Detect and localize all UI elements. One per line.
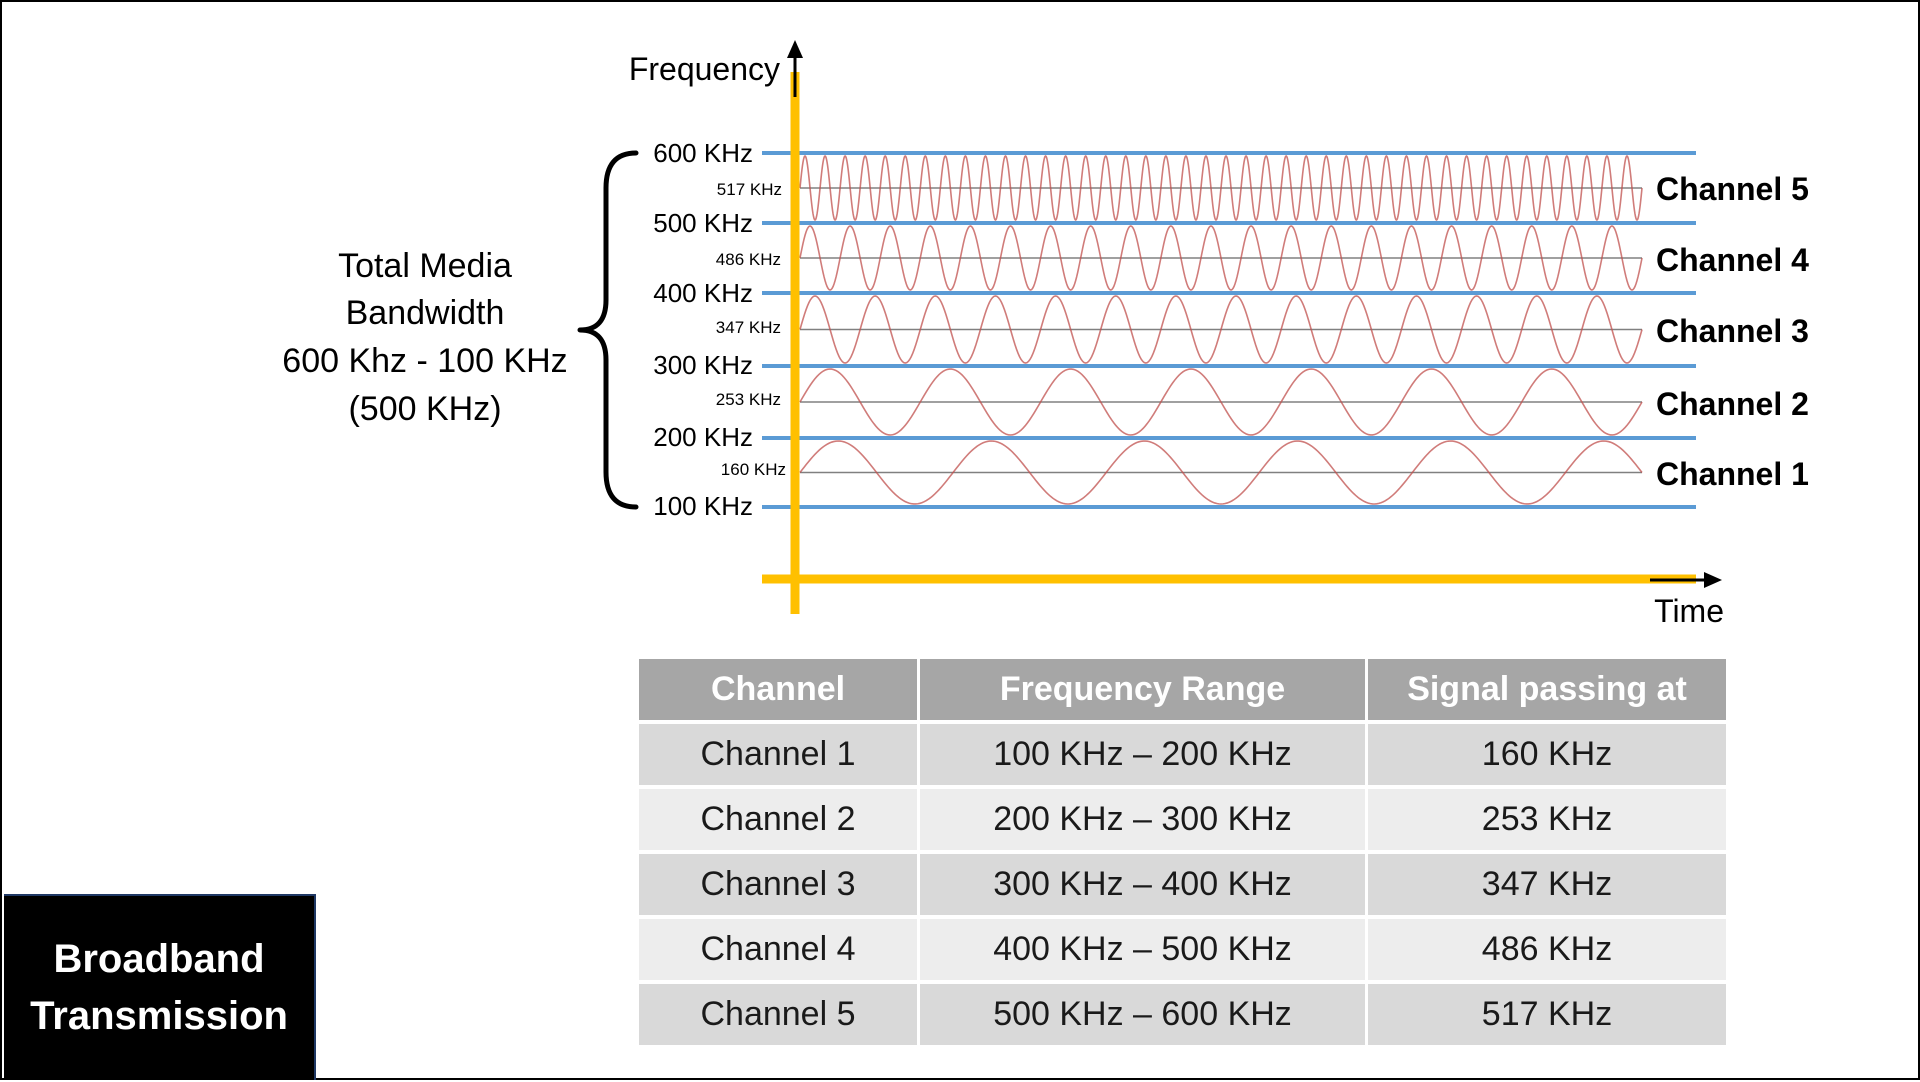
table-row: Channel 1 100 KHz – 200 KHz 160 KHz — [639, 724, 1726, 789]
table-row: Channel 3 300 KHz – 400 KHz 347 KHz — [639, 854, 1726, 919]
channel-wave — [799, 368, 1643, 436]
table-cell-range: 100 KHz – 200 KHz — [920, 724, 1365, 789]
total-bandwidth-line-1: Total Media — [338, 247, 512, 285]
channel-wave — [799, 295, 1643, 364]
table-cell-channel: Channel 5 — [639, 984, 917, 1049]
freq-label-600: 600 KHz — [653, 138, 753, 168]
y-axis-label: Frequency — [629, 51, 780, 87]
x-axis-arrowhead-icon — [1704, 572, 1722, 588]
channel-name-4: Channel 4 — [1656, 242, 1809, 278]
freq-label-400: 400 KHz — [653, 278, 753, 308]
signal-label-channel-5: 517 KHz — [717, 180, 782, 199]
total-bandwidth-line-3: 600 Khz - 100 KHz — [282, 342, 567, 380]
frequency-table: Channel Frequency Range Signal passing a… — [636, 659, 1729, 1049]
slide-title-box: Broadband Transmission — [4, 894, 316, 1080]
table-cell-range: 500 KHz – 600 KHz — [920, 984, 1365, 1049]
slide-title-line-2: Transmission — [30, 994, 288, 1038]
channel-name-1: Channel 1 — [1656, 456, 1809, 492]
table-header-signal: Signal passing at — [1368, 659, 1726, 724]
table-cell-signal: 253 KHz — [1368, 789, 1726, 854]
table-row: Channel 4 400 KHz – 500 KHz 486 KHz — [639, 919, 1726, 984]
table-cell-range: 300 KHz – 400 KHz — [920, 854, 1365, 919]
y-axis-arrowhead-icon — [787, 40, 803, 58]
x-axis-label: Time — [1654, 593, 1724, 629]
freq-label-200: 200 KHz — [653, 422, 753, 452]
channel-wave — [799, 225, 1643, 291]
band-boundary-lines — [762, 151, 1696, 509]
table-row: Channel 2 200 KHz – 300 KHz 253 KHz — [639, 789, 1726, 854]
signal-label-channel-4: 486 KHz — [716, 250, 781, 269]
table-cell-channel: Channel 2 — [639, 789, 917, 854]
total-bandwidth-label: Total Media Bandwidth 600 Khz - 100 KHz … — [282, 247, 567, 428]
channel-name-2: Channel 2 — [1656, 386, 1809, 422]
freq-label-300: 300 KHz — [653, 350, 753, 380]
table-header-channel: Channel — [639, 659, 917, 724]
table-cell-signal: 347 KHz — [1368, 854, 1726, 919]
channel-wave — [799, 154, 1643, 222]
table-cell-signal: 160 KHz — [1368, 724, 1726, 789]
channel-wave — [799, 440, 1643, 505]
total-bandwidth-line-4: (500 KHz) — [348, 390, 501, 428]
signal-label-channel-3: 347 KHz — [716, 318, 781, 337]
channel-name-5: Channel 5 — [1656, 171, 1809, 207]
total-bandwidth-line-2: Bandwidth — [346, 294, 505, 332]
channel-name-3: Channel 3 — [1656, 313, 1809, 349]
signal-label-channel-2: 253 KHz — [716, 390, 781, 409]
table-row: Channel 5 500 KHz – 600 KHz 517 KHz — [639, 984, 1726, 1049]
table-cell-channel: Channel 3 — [639, 854, 917, 919]
freq-label-500: 500 KHz — [653, 208, 753, 238]
table-cell-range: 200 KHz – 300 KHz — [920, 789, 1365, 854]
signal-labels: 517 KHz 486 KHz 347 KHz 253 KHz 160 KHz — [716, 180, 786, 479]
table-header-row: Channel Frequency Range Signal passing a… — [639, 659, 1726, 724]
signal-label-channel-1: 160 KHz — [721, 460, 786, 479]
freq-label-100: 100 KHz — [653, 491, 753, 521]
slide-title-line-1: Broadband — [53, 937, 265, 981]
frequency-labels: 600 KHz 500 KHz 400 KHz 300 KHz 200 KHz … — [653, 138, 753, 521]
table-cell-signal: 486 KHz — [1368, 919, 1726, 984]
channel-names: Channel 5 Channel 4 Channel 3 Channel 2 … — [1656, 171, 1809, 492]
table-cell-range: 400 KHz – 500 KHz — [920, 919, 1365, 984]
table-cell-channel: Channel 4 — [639, 919, 917, 984]
table-cell-channel: Channel 1 — [639, 724, 917, 789]
table-header-frequency-range: Frequency Range — [920, 659, 1365, 724]
table-cell-signal: 517 KHz — [1368, 984, 1726, 1049]
channel-waves — [799, 154, 1643, 505]
curly-brace-icon — [577, 150, 639, 510]
